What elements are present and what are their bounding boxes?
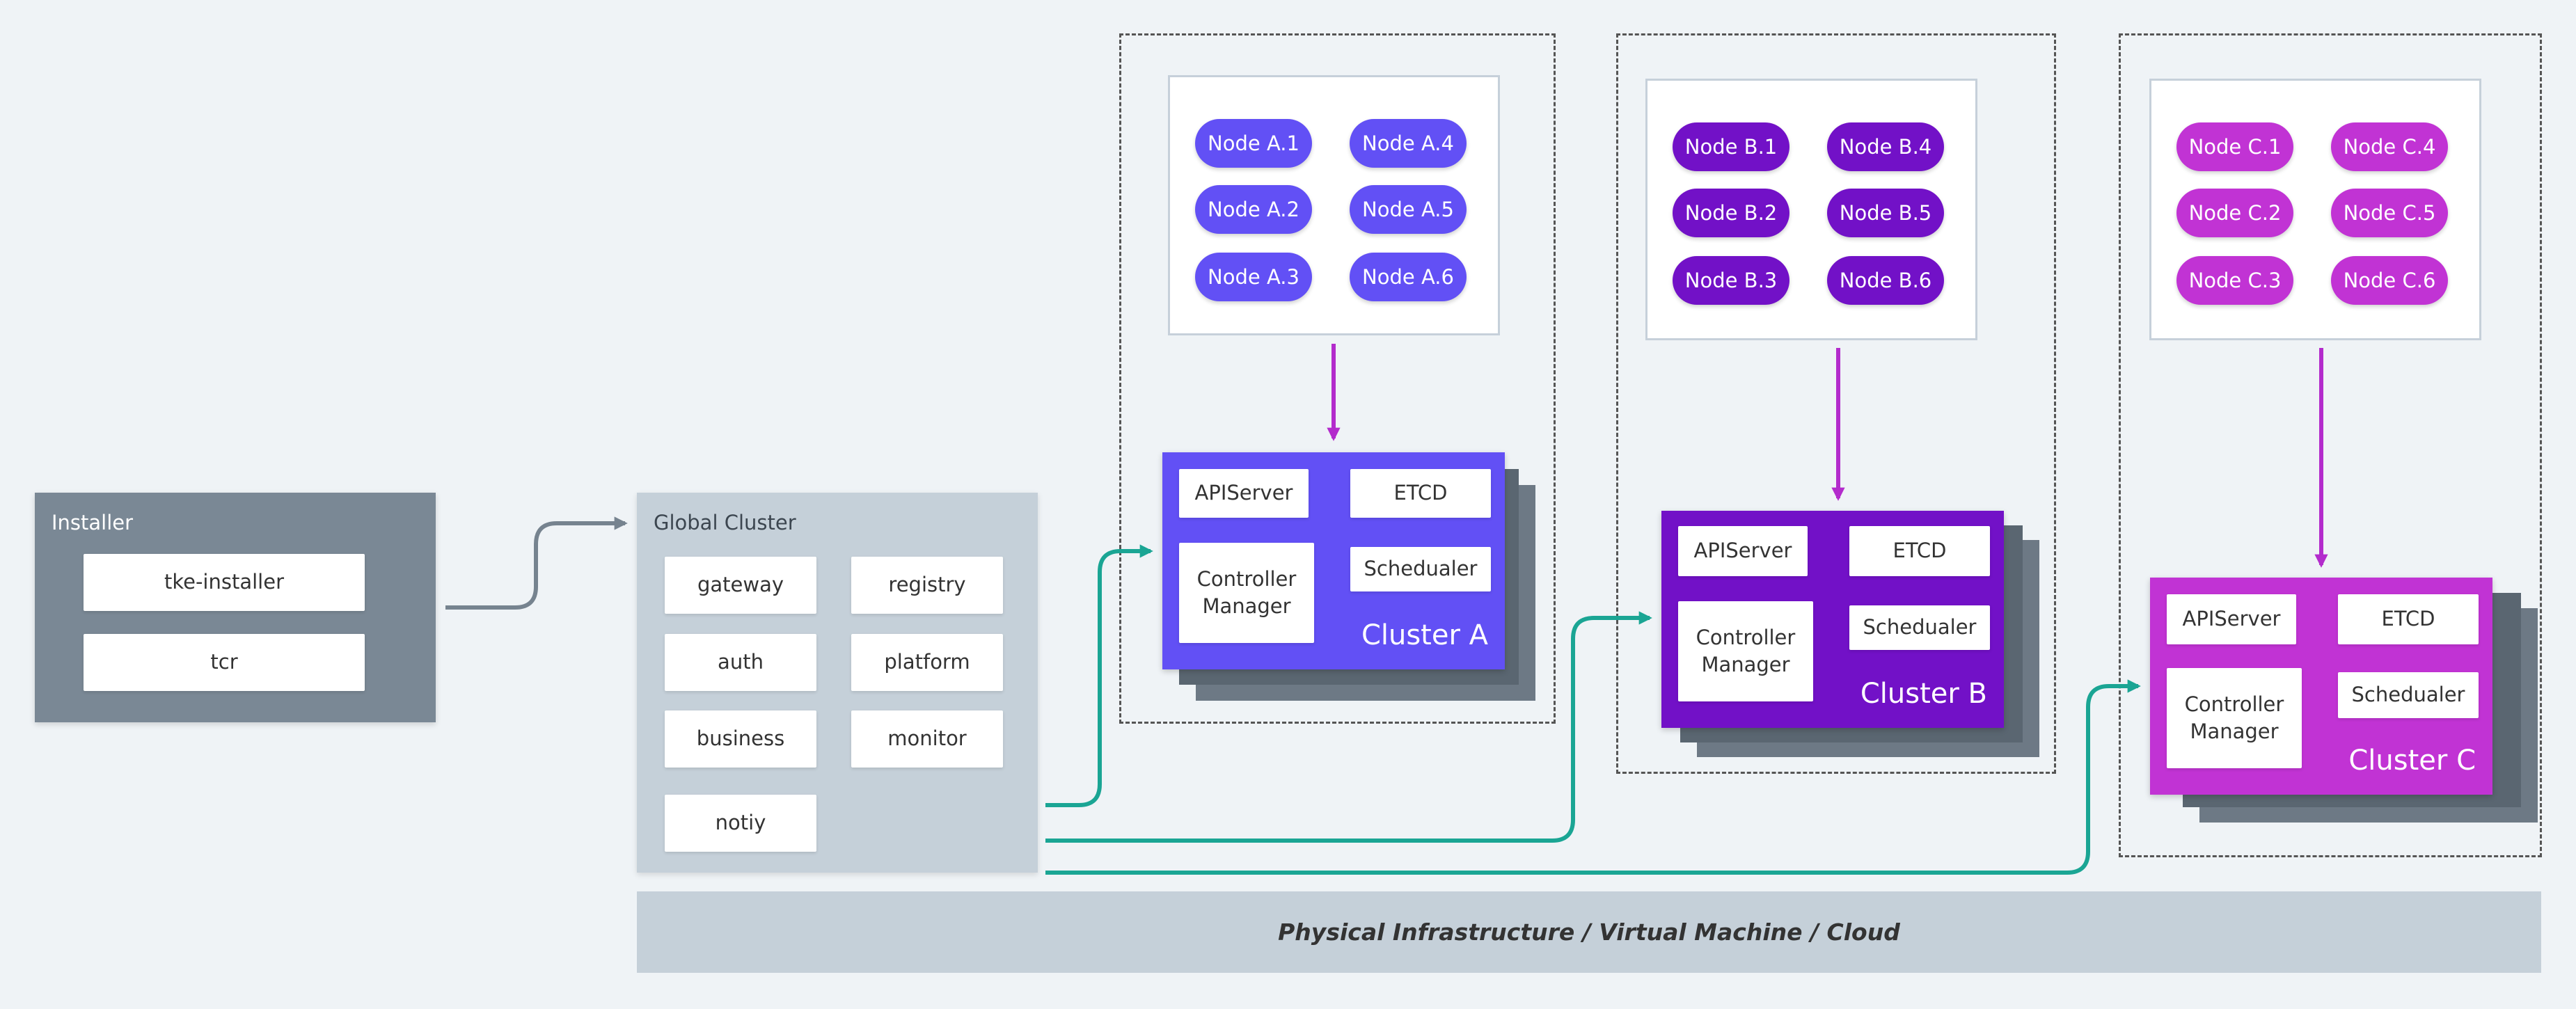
cluster-c-region bbox=[2119, 33, 2542, 857]
cluster-b-region bbox=[1616, 33, 2056, 774]
global-to-cluster-c-arrow bbox=[1045, 679, 2141, 875]
global-to-cluster-b-arrow bbox=[1045, 611, 1652, 843]
node-b4: Node B.4 bbox=[1827, 122, 1944, 171]
node-c5: Node C.5 bbox=[2331, 189, 2448, 237]
cluster-a-apiserver: APIServer bbox=[1179, 469, 1309, 518]
tcr-box: tcr bbox=[84, 634, 365, 691]
node-a3: Node A.3 bbox=[1195, 253, 1312, 301]
node-c1: Node C.1 bbox=[2176, 122, 2293, 171]
installer-box: Installer tke-installer tcr bbox=[35, 493, 436, 722]
monitor-service: monitor bbox=[851, 710, 1003, 768]
infrastructure-bar: Physical Infrastructure / Virtual Machin… bbox=[637, 891, 2541, 973]
node-b5: Node B.5 bbox=[1827, 189, 1944, 237]
node-a6: Node A.6 bbox=[1350, 253, 1467, 301]
global-cluster-box: Global Cluster gateway registry auth pla… bbox=[637, 493, 1038, 873]
notiy-service: notiy bbox=[665, 795, 816, 852]
global-cluster-title: Global Cluster bbox=[654, 511, 796, 534]
cluster-a-name: Cluster A bbox=[1361, 619, 1488, 651]
cluster-b-apiserver: APIServer bbox=[1678, 526, 1808, 576]
installer-title: Installer bbox=[52, 511, 134, 534]
global-to-cluster-a-arrow bbox=[1045, 544, 1153, 807]
business-service: business bbox=[665, 710, 816, 768]
cluster-c-node-panel: Node C.1 Node C.4 Node C.2 Node C.5 Node… bbox=[2149, 79, 2481, 340]
cluster-b-etcd: ETCD bbox=[1849, 526, 1990, 576]
gateway-service: gateway bbox=[665, 557, 816, 614]
node-b2: Node B.2 bbox=[1673, 189, 1789, 237]
platform-service: platform bbox=[851, 634, 1003, 691]
installer-to-global-arrow bbox=[445, 516, 628, 610]
node-c6: Node C.6 bbox=[2331, 256, 2448, 305]
cluster-b-node-panel: Node B.1 Node B.4 Node B.2 Node B.5 Node… bbox=[1645, 79, 1977, 340]
cluster-b-name: Cluster B bbox=[1860, 678, 1987, 710]
node-a1: Node A.1 bbox=[1195, 119, 1312, 168]
cluster-a-card: APIServer ETCD Controller Manager Schedu… bbox=[1162, 452, 1505, 669]
cluster-b-controller-manager: Controller Manager bbox=[1678, 601, 1813, 701]
node-c2: Node C.2 bbox=[2176, 189, 2293, 237]
cluster-b-scheduler: Schedualer bbox=[1849, 605, 1990, 650]
registry-service: registry bbox=[851, 557, 1003, 614]
node-a5: Node A.5 bbox=[1350, 185, 1467, 234]
node-b1: Node B.1 bbox=[1673, 122, 1789, 171]
cluster-c-etcd: ETCD bbox=[2338, 594, 2479, 644]
cluster-c-name: Cluster C bbox=[2348, 745, 2476, 777]
cluster-c-apiserver: APIServer bbox=[2167, 594, 2296, 644]
cluster-a-node-panel: Node A.1 Node A.4 Node A.2 Node A.5 Node… bbox=[1168, 75, 1500, 335]
cluster-c-controller-manager: Controller Manager bbox=[2167, 668, 2302, 768]
cluster-a-scheduler: Schedualer bbox=[1350, 547, 1491, 591]
cluster-a-controller-manager: Controller Manager bbox=[1179, 543, 1314, 643]
node-b3: Node B.3 bbox=[1673, 256, 1789, 305]
tke-installer-box: tke-installer bbox=[84, 554, 365, 611]
node-a2: Node A.2 bbox=[1195, 185, 1312, 234]
cluster-a-etcd: ETCD bbox=[1350, 469, 1491, 518]
node-c4: Node C.4 bbox=[2331, 122, 2448, 171]
auth-service: auth bbox=[665, 634, 816, 691]
cluster-c-scheduler: Schedualer bbox=[2338, 672, 2479, 718]
node-a4: Node A.4 bbox=[1350, 119, 1467, 168]
cluster-c-card: APIServer ETCD Controller Manager Schedu… bbox=[2150, 578, 2492, 795]
node-c3: Node C.3 bbox=[2176, 256, 2293, 305]
node-b6: Node B.6 bbox=[1827, 256, 1944, 305]
cluster-a-region bbox=[1119, 33, 1556, 724]
cluster-b-card: APIServer ETCD Controller Manager Schedu… bbox=[1661, 511, 2004, 728]
